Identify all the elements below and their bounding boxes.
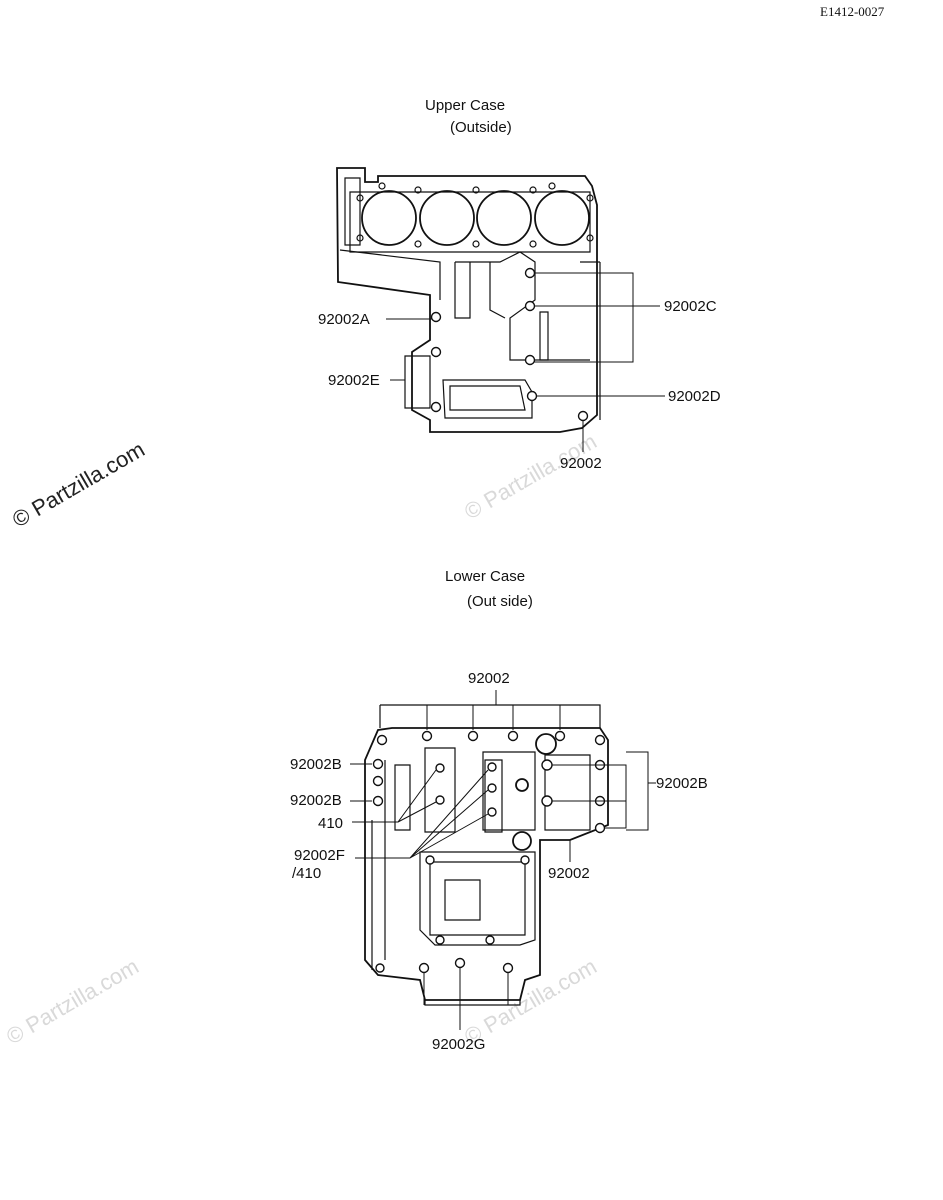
upper-case-bolts — [430, 267, 589, 422]
lower-case-section: Lower Case (Out side) — [290, 568, 708, 1053]
label-92002e: 92002E — [328, 372, 380, 389]
label-92002f: 92002F — [294, 847, 345, 864]
watermark-bottom-mid: © Partzilla.com — [460, 954, 601, 1050]
lower-case-title: Lower Case — [445, 568, 525, 585]
label-92002d: 92002D — [668, 388, 721, 405]
lower-case-drawing — [364, 704, 609, 1006]
watermark-bottom-left: © Partzilla.com — [2, 954, 143, 1050]
lower-case-leaders — [350, 690, 656, 1030]
label-92002b-left-2: 92002B — [290, 792, 342, 809]
doc-code: E1412-0027 — [820, 4, 885, 19]
watermark-top-mid: © Partzilla.com — [460, 429, 601, 525]
label-92002c: 92002C — [664, 298, 717, 315]
label-92002b-left-1: 92002B — [290, 756, 342, 773]
upper-case-title: Upper Case — [425, 97, 505, 114]
upper-case-subtitle: (Outside) — [450, 119, 512, 136]
label-92002-lower-right: 92002 — [548, 865, 590, 882]
watermark-main: © Partzilla.com — [8, 437, 149, 533]
label-92002g: 92002G — [432, 1036, 485, 1053]
label-92002-lower-top: 92002 — [468, 670, 510, 687]
label-92002b-right: 92002B — [656, 775, 708, 792]
label-92002-upper: 92002 — [560, 455, 602, 472]
label-92002a: 92002A — [318, 311, 370, 328]
lower-case-subtitle: (Out side) — [467, 593, 533, 610]
label-slash-410: /410 — [292, 865, 321, 882]
upper-case-section: Upper Case (Outside) — [318, 97, 721, 472]
upper-case-drawing — [336, 167, 601, 433]
upper-case-leaders — [386, 272, 665, 452]
label-410: 410 — [318, 815, 343, 832]
